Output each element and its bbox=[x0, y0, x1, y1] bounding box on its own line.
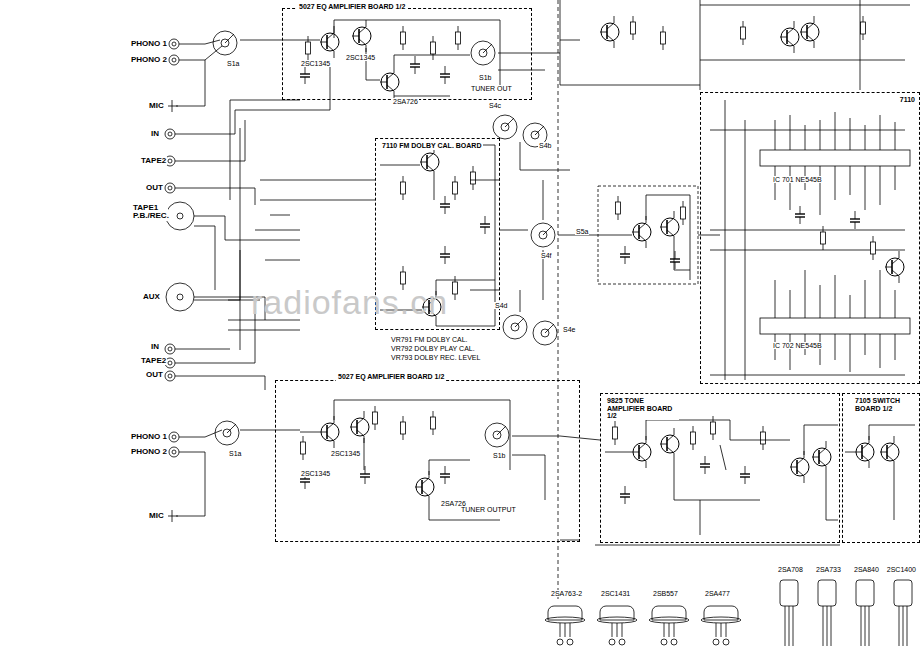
part-name: 2SC1345 bbox=[300, 470, 331, 477]
jack-label: TAPE2 bbox=[140, 357, 167, 365]
switch-label: S1b bbox=[492, 452, 506, 459]
trimmer-note: VR792 DOLBY PLAY CAL. bbox=[390, 345, 476, 352]
jack-label: PHONO 2 bbox=[130, 448, 168, 456]
part-name: 2SC1345 bbox=[345, 54, 376, 61]
jack-label: PHONO 1 bbox=[130, 433, 168, 441]
board-title: 7110 FM DOLBY CAL. BOARD bbox=[380, 142, 483, 150]
jack-label: AUX bbox=[142, 293, 161, 301]
part-name: 2SA733 bbox=[815, 566, 842, 573]
part-name: 2SA708 bbox=[777, 566, 804, 573]
circuit-board: 7105 SWITCH BOARD 1/2 bbox=[842, 393, 920, 543]
part-name: 2SB557 bbox=[652, 590, 679, 597]
switch-label: S4e bbox=[562, 326, 576, 333]
jack-label: MIC bbox=[148, 512, 165, 520]
switch-label: S4c bbox=[488, 102, 502, 109]
jack-label: TAPE2 bbox=[140, 157, 167, 165]
trimmer-note: VR791 FM DOLBY CAL. bbox=[390, 336, 469, 343]
switch-label: S4f bbox=[540, 252, 553, 259]
watermark: radiofans.cn bbox=[250, 285, 449, 321]
signal-name: TUNER OUTPUT bbox=[460, 506, 517, 513]
part-name: 2SA763-2 bbox=[550, 590, 583, 597]
board-title: 5027 EQ AMPLIFIER BOARD 1/2 bbox=[297, 3, 407, 11]
circuit-board: 7110 bbox=[700, 92, 920, 384]
trimmer-note: VR793 DOLBY REC. LEVEL bbox=[390, 354, 481, 361]
part-name: 2SA726 bbox=[440, 500, 467, 507]
circuit-board: 9825 TONE AMPLIFIER BOARD 1/2 bbox=[600, 393, 840, 543]
circuit-board: 5027 EQ AMPLIFIER BOARD 1/2 bbox=[275, 380, 580, 542]
part-name: 2SC1345 bbox=[330, 450, 361, 457]
switch-label: S1a bbox=[228, 450, 242, 457]
part-name: 2SA840 bbox=[853, 566, 880, 573]
part-name: 2SC1345 bbox=[300, 60, 331, 67]
signal-name: TUNER OUT bbox=[470, 85, 513, 92]
board-title: 5027 EQ AMPLIFIER BOARD 1/2 bbox=[336, 373, 446, 381]
part-name: 2SC1431 bbox=[600, 590, 631, 597]
switch-label: S4b bbox=[538, 142, 552, 149]
board-title: 7105 SWITCH BOARD 1/2 bbox=[853, 397, 917, 412]
part-name: 2SA726 bbox=[392, 98, 419, 105]
jack-label: IN bbox=[150, 343, 160, 351]
jack-label: MIC bbox=[148, 102, 165, 110]
part-name: 2SA477 bbox=[704, 590, 731, 597]
jack-label: TAPE1 P.B./REC. bbox=[132, 204, 168, 221]
jack-label: PHONO 2 bbox=[130, 56, 168, 64]
jack-label: IN bbox=[150, 130, 160, 138]
jack-label: OUT bbox=[145, 184, 164, 192]
jack-label: PHONO 1 bbox=[130, 40, 168, 48]
jack-label: OUT bbox=[145, 371, 164, 379]
switch-label: S4d bbox=[494, 302, 508, 309]
switch-label: S5a bbox=[575, 228, 589, 235]
switch-label: S1b bbox=[478, 74, 492, 81]
board-title: 7110 bbox=[898, 96, 917, 104]
part-name: 2SC1400 bbox=[886, 566, 917, 573]
ic-label: IC 702 NE545B bbox=[772, 342, 823, 349]
switch-label: S1a bbox=[226, 60, 240, 67]
ic-label: IC 701 NE545B bbox=[772, 176, 823, 183]
board-title: 9825 TONE AMPLIFIER BOARD 1/2 bbox=[605, 397, 679, 420]
